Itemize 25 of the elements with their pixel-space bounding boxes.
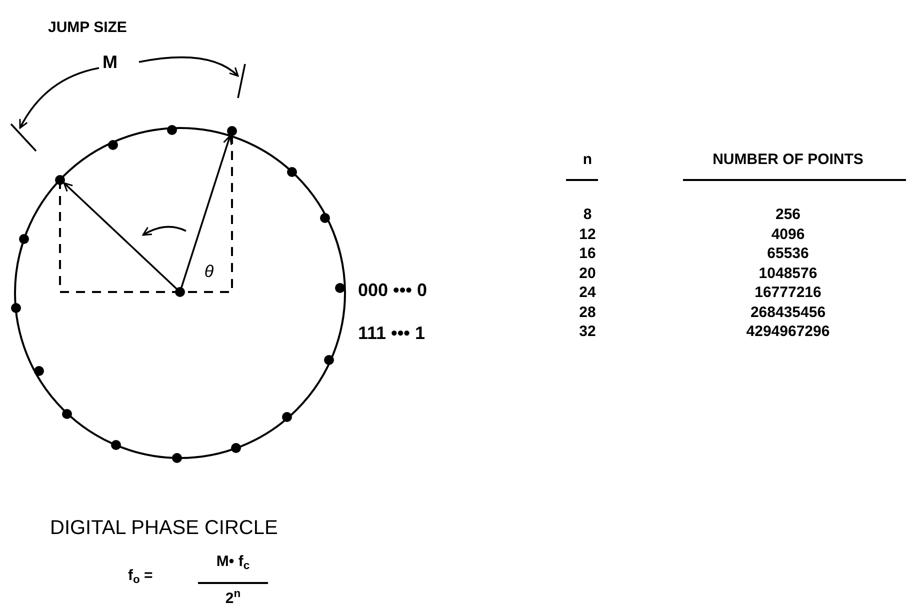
formula-numerator: M• f$_{c}$ (215, 552, 251, 572)
table-cell-text: 268435456 (749, 302, 827, 322)
table-cell-text: 12 (578, 224, 597, 244)
table-cell-text: 4096 (770, 224, 806, 244)
table-cell-text: 1048576 (758, 264, 818, 284)
caption: DIGITAL PHASE CIRCLE (50, 516, 278, 540)
table-cell-text: 32 (578, 322, 597, 342)
table-cell-text: 28 (578, 302, 597, 322)
binary-label: 000 ••• 0 (358, 280, 428, 300)
table-cell-text: 20 (578, 264, 597, 284)
table-cell-text: 24 (578, 283, 597, 303)
column-header: NUMBER OF POINTS (712, 150, 864, 170)
heading-label: JUMP SIZE (48, 18, 128, 38)
formula-denominator: 2$^{n}$ (224, 589, 242, 609)
table-cell-text: 65536 (766, 244, 810, 264)
table-cell-text: 256 (774, 205, 802, 225)
table-cell-text: 8 (582, 205, 593, 225)
formula-term: f$_{o}$ = (128, 566, 154, 586)
table-cell-text: 4294967296 (745, 322, 831, 342)
angle-label: θ (203, 262, 215, 282)
table-cell-text: 16777216 (754, 283, 822, 303)
column-header: n (582, 150, 594, 170)
jump-label: M (102, 52, 118, 72)
table-cell-text: 16 (578, 244, 597, 264)
binary-label: 111 ••• 1 (358, 323, 426, 343)
